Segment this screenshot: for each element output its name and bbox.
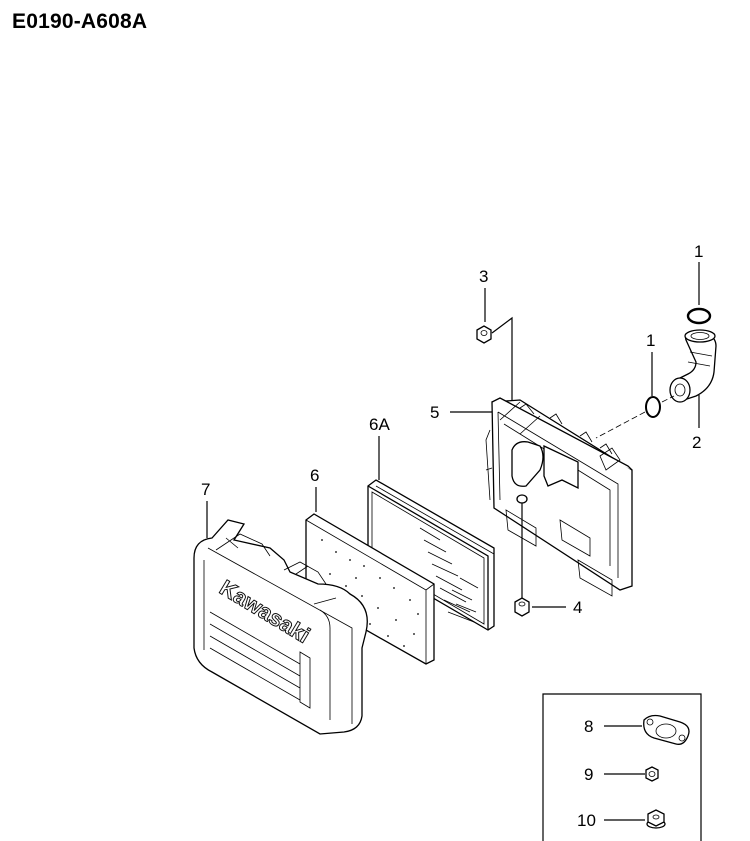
elbow-part[interactable]: [669, 329, 717, 403]
callout-elbow: 2: [692, 433, 701, 452]
air-cleaner-base-part[interactable]: [485, 397, 633, 597]
inset-box: [542, 693, 702, 841]
callout-cover: 7: [201, 480, 210, 499]
callout-element-foam: 6: [310, 466, 319, 485]
callout-nut-flange: 10: [577, 811, 596, 830]
callout-bolt: 4: [573, 598, 582, 617]
air-cleaner-cover-part[interactable]: [193, 519, 368, 735]
nut-flange-part[interactable]: [604, 809, 666, 829]
nut-part[interactable]: [476, 325, 492, 344]
callout-ring-mid: 1: [646, 331, 655, 350]
paper-element-part[interactable]: [367, 479, 495, 631]
diagram-code: E0190-A608A: [12, 10, 148, 33]
o-ring-top-part[interactable]: [686, 307, 712, 325]
o-ring-mid-part[interactable]: [645, 396, 661, 418]
bolt-part[interactable]: [514, 494, 530, 617]
callout-base: 5: [430, 403, 439, 422]
nut-small-part[interactable]: [604, 766, 659, 782]
callout-ring-top: 1: [694, 242, 703, 261]
callout-nut-small: 9: [584, 765, 593, 784]
callout-element-paper: 6A: [369, 415, 390, 434]
callout-nut: 3: [479, 267, 488, 286]
callout-gasket: 8: [584, 717, 593, 736]
gasket-part[interactable]: [604, 714, 690, 745]
